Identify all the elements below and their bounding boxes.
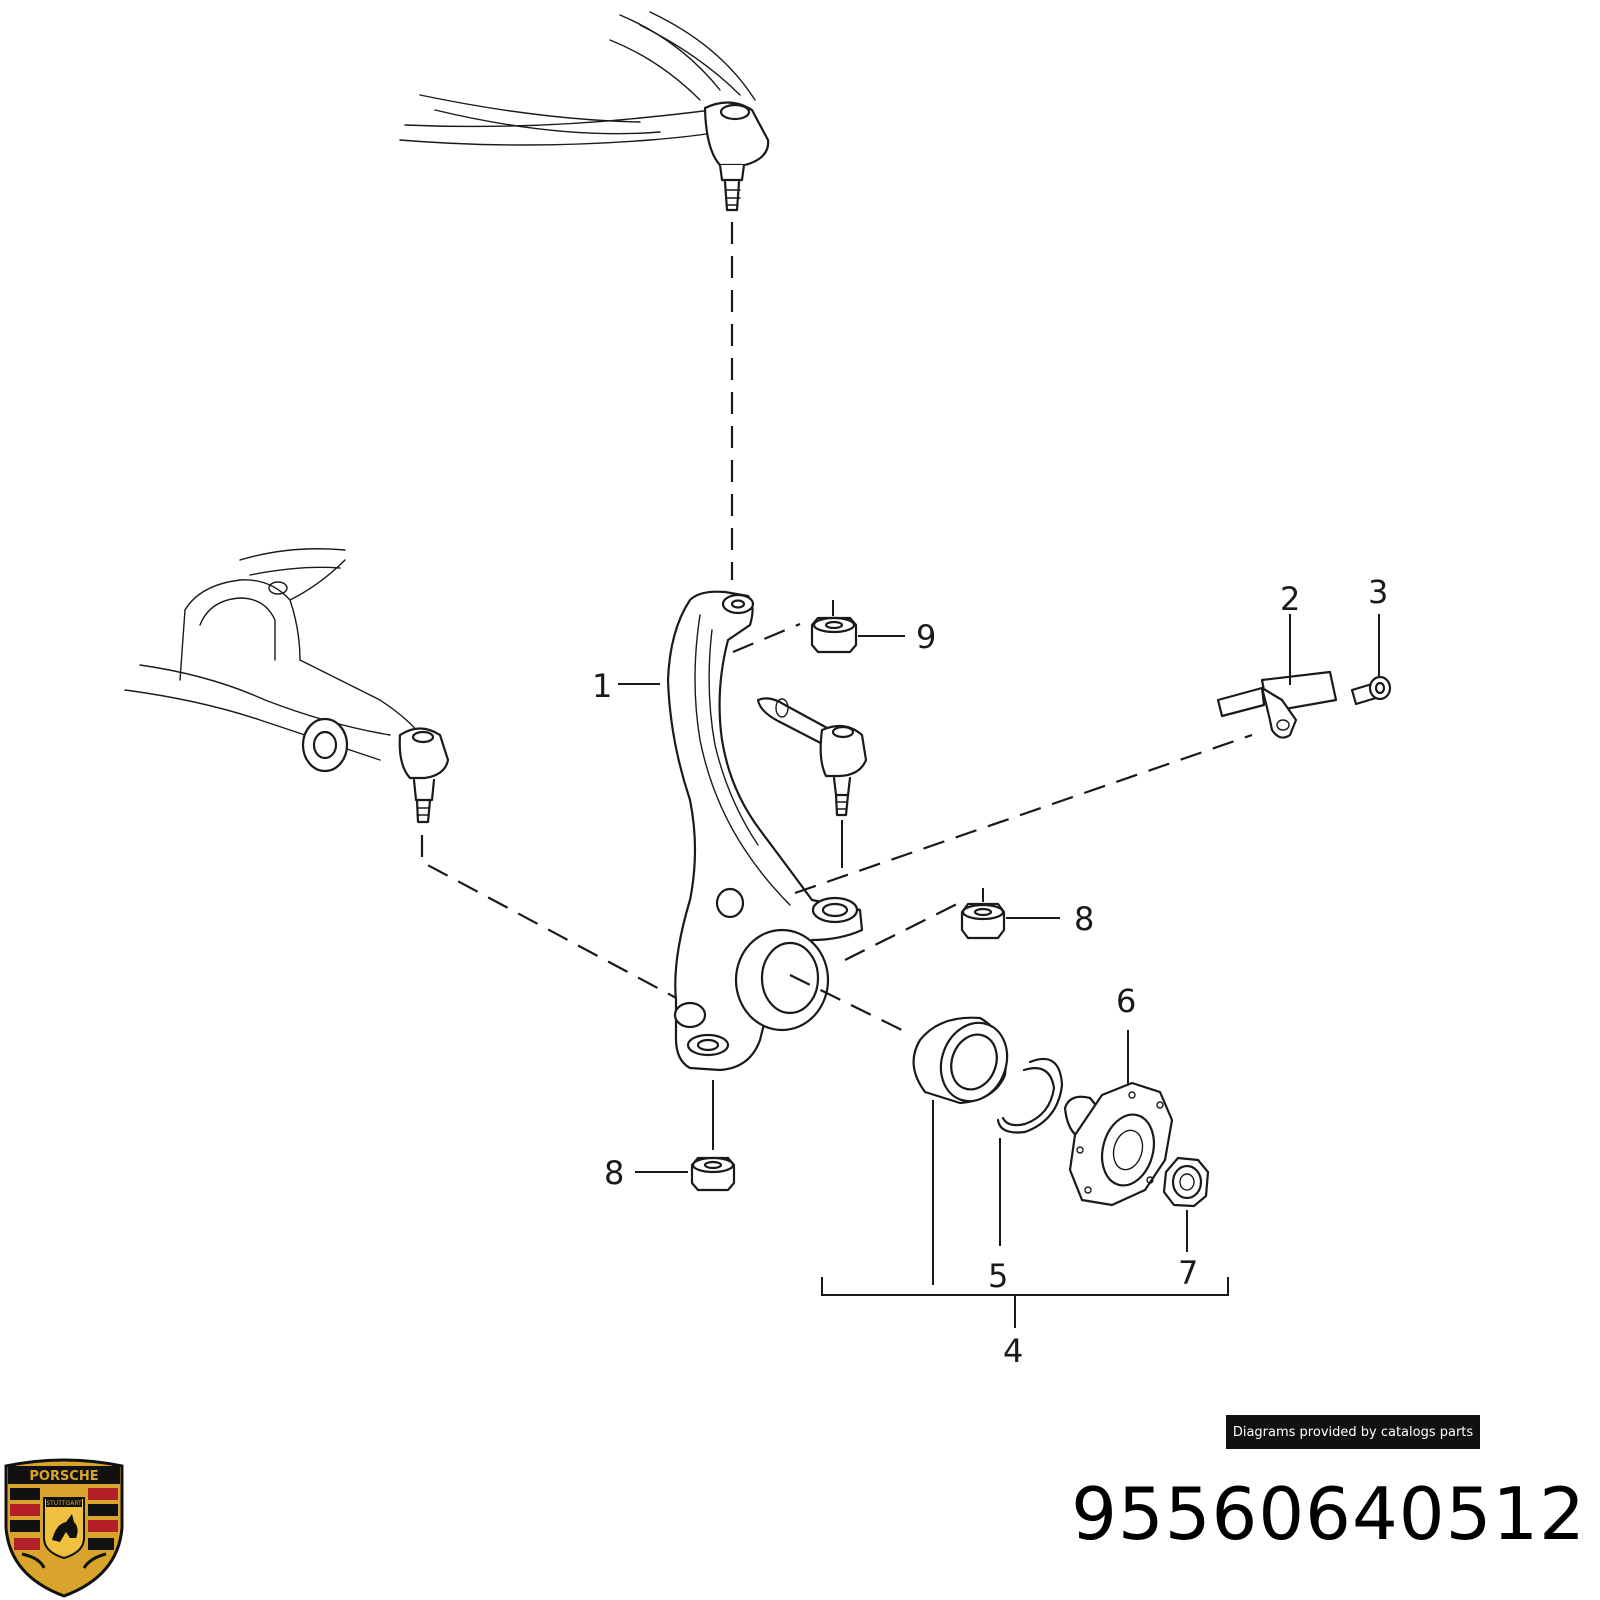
- circlip: [996, 1057, 1064, 1134]
- upper-control-arm: [399, 11, 770, 212]
- steering-knuckle: [666, 590, 864, 1072]
- nut-8-bottom: [690, 1156, 736, 1192]
- callout-8-bottom: 8: [604, 1154, 624, 1192]
- callout-5: 5: [988, 1257, 1008, 1295]
- callout-7: 7: [1178, 1254, 1198, 1292]
- assembly-bracket: [821, 1277, 1229, 1296]
- callout-4: 4: [1003, 1332, 1023, 1370]
- axis-line-nut-9: [732, 622, 801, 654]
- nut-8-right: [960, 902, 1006, 940]
- tie-rod-end: [756, 697, 868, 817]
- callout-9: 9: [916, 618, 936, 656]
- logo-subtext: STUTTGART: [46, 1500, 82, 1507]
- callout-6: 6: [1116, 982, 1136, 1020]
- logo-text: PORSCHE: [29, 1469, 98, 1484]
- axis-line-sensor: [794, 733, 1253, 895]
- axis-line-nut-8-right: [844, 899, 966, 961]
- porsche-crest-logo: PORSCHE STUTTGART: [4, 1458, 124, 1598]
- wheel-hub: [1063, 1081, 1174, 1207]
- callout-1: 1: [592, 667, 612, 705]
- lower-control-arm: [124, 548, 450, 824]
- callout-3: 3: [1368, 573, 1388, 611]
- axis-line-hub: [789, 974, 913, 1036]
- hub-nut: [1162, 1156, 1210, 1208]
- part-number: 95560640512: [1071, 1472, 1586, 1556]
- wheel-bearing: [912, 1016, 1009, 1105]
- nut-9: [810, 616, 858, 654]
- wheel-speed-sensor: [1216, 670, 1338, 739]
- diagram-provider-banner: Diagrams provided by catalogs parts: [1226, 1415, 1480, 1449]
- axis-line-lower: [420, 835, 681, 1001]
- sensor-bolt: [1350, 675, 1392, 706]
- callout-2: 2: [1280, 580, 1300, 618]
- callout-8-right: 8: [1074, 900, 1094, 938]
